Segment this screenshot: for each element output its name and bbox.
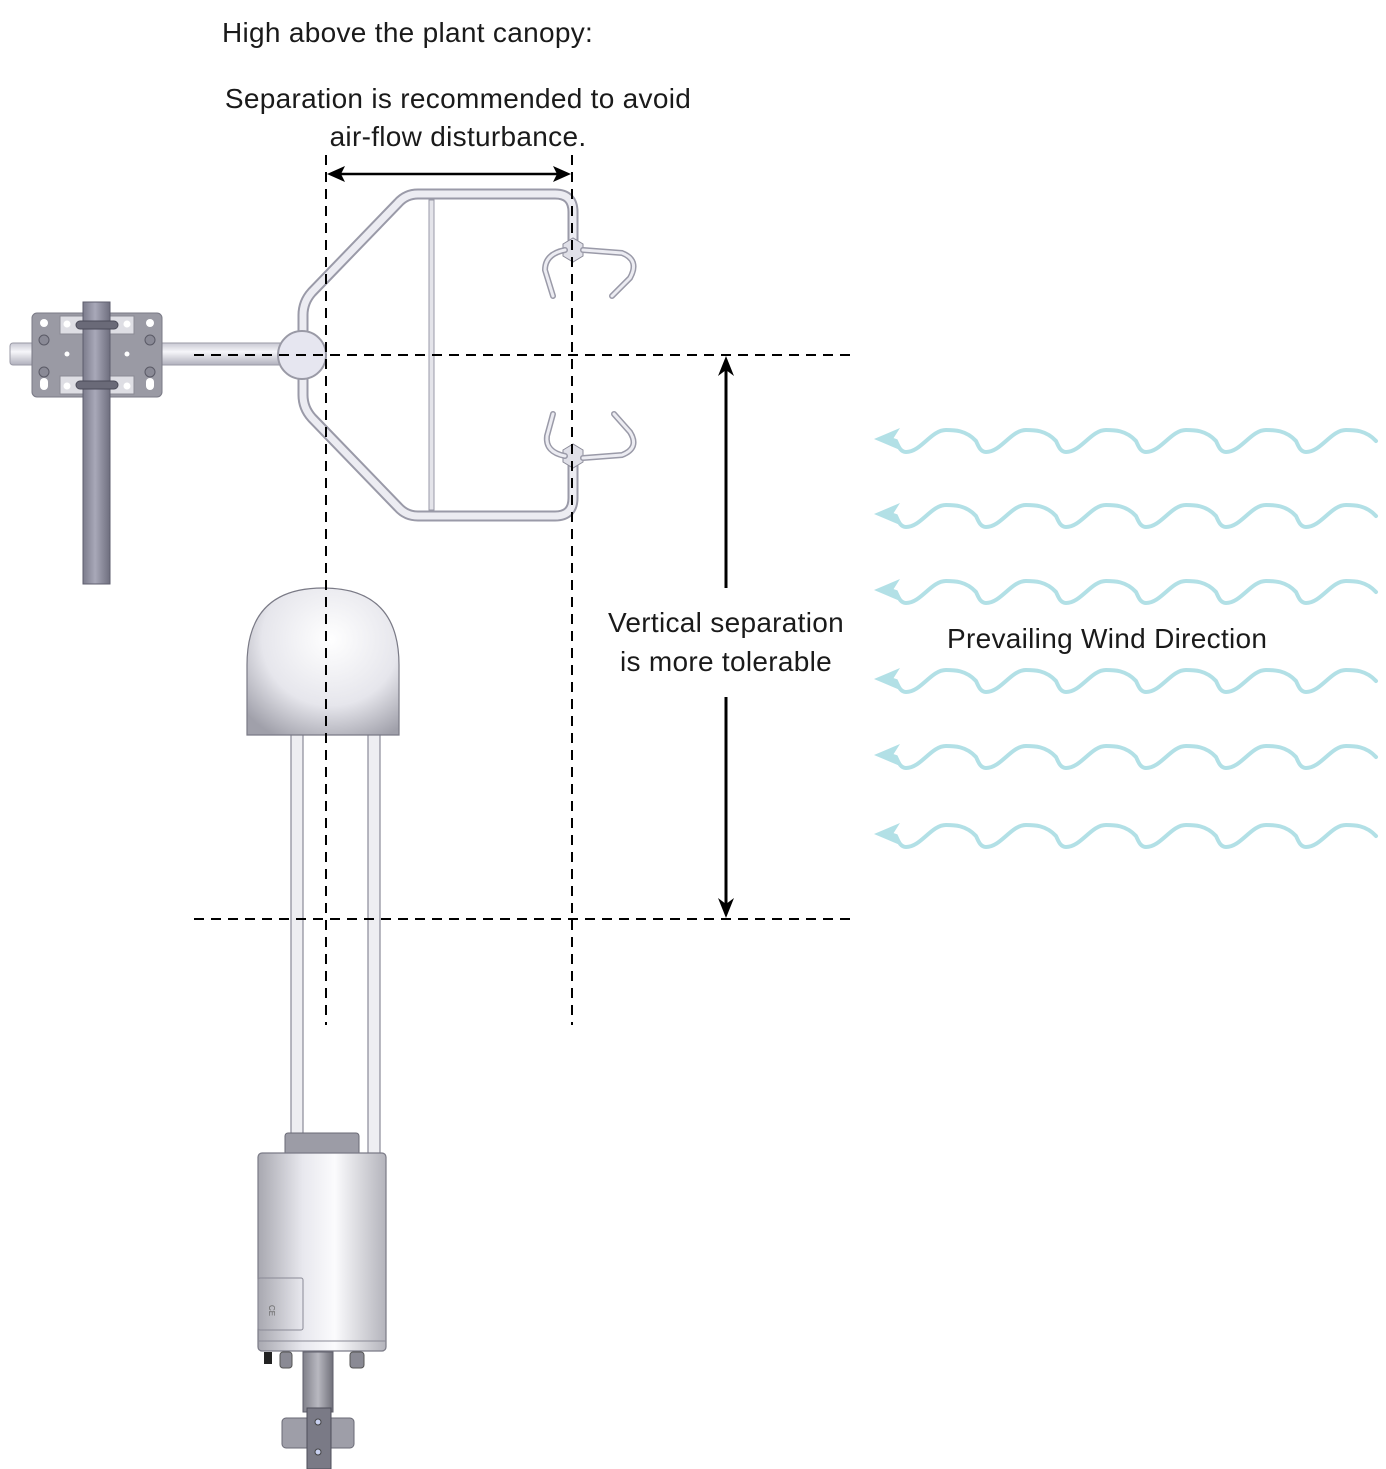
wind-wave	[888, 427, 1378, 455]
wind-arrow	[874, 667, 1378, 695]
analyzer-electronics-box: CE	[257, 1132, 387, 1469]
sonic-anemometer	[277, 188, 637, 522]
guide-lines	[194, 155, 850, 1025]
horizontal-note-line2: air-flow disturbance.	[329, 121, 587, 152]
wind-arrow	[874, 502, 1378, 530]
mounting-pole	[75, 301, 119, 585]
diagram-title: High above the plant canopy:	[222, 17, 594, 48]
wind-arrow	[874, 743, 1378, 771]
wind-arrow	[874, 578, 1378, 606]
svg-text:CE: CE	[267, 1305, 276, 1316]
horizontal-note-line1: Separation is recommended to avoid	[224, 83, 692, 114]
vertical-note-line2: is more tolerable	[619, 646, 833, 677]
wind-arrows	[874, 427, 1378, 850]
wind-arrowhead	[874, 428, 900, 450]
wind-arrowhead	[874, 579, 900, 601]
wind-direction-label: Prevailing Wind Direction	[947, 623, 1268, 654]
wind-arrow	[874, 427, 1378, 455]
wind-wave	[888, 578, 1378, 606]
wind-arrowhead	[874, 503, 900, 525]
gas-analyzer-head	[246, 587, 400, 1165]
wind-wave	[888, 743, 1378, 771]
wind-arrowhead	[874, 823, 900, 845]
wind-arrowhead	[874, 744, 900, 766]
vertical-separation-arrow	[718, 356, 734, 918]
wind-arrowhead	[874, 668, 900, 690]
wind-arrow	[874, 822, 1378, 850]
wind-wave	[888, 667, 1378, 695]
vertical-note-line1: Vertical separation	[607, 607, 845, 638]
wind-wave	[888, 502, 1378, 530]
horizontal-separation-arrow	[327, 166, 571, 182]
wind-wave	[888, 822, 1378, 850]
